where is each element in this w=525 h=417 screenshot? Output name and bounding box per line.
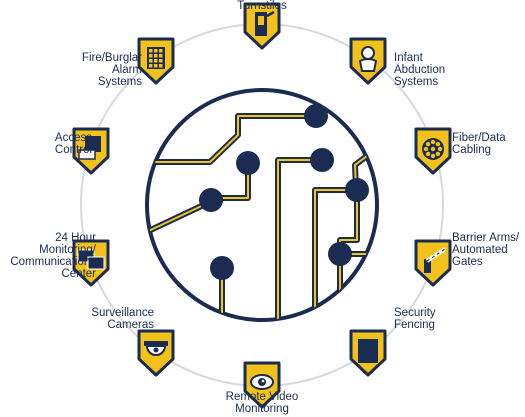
barrier-arm-icon	[424, 247, 447, 273]
label-monitoring-center: 24 Hour Monitoring/ Communications Cente…	[10, 232, 96, 280]
circuit-node-7	[210, 256, 234, 280]
badge-infant-abduction	[349, 37, 387, 85]
circuit-board	[145, 88, 379, 322]
badge-security-fencing	[349, 329, 387, 377]
circuit-node-2	[236, 151, 260, 175]
label-fiber-data: Fiber/Data Cabling	[452, 132, 506, 156]
dome-camera-icon	[144, 341, 168, 356]
label-infant-abduction: Infant Abduction Systems	[394, 52, 446, 88]
circuit-node-4	[199, 188, 223, 212]
badge-turnstiles	[243, 2, 281, 50]
fiber-cable-icon	[422, 138, 444, 160]
card-reader-icon	[78, 136, 101, 160]
turnstile-icon	[255, 10, 275, 36]
badge-access-control	[72, 127, 110, 175]
system-badges	[72, 2, 452, 409]
badge-remote-video	[243, 361, 281, 409]
badge-surveillance-cameras	[137, 329, 175, 377]
circuit-node-6	[328, 242, 352, 266]
circuit-node-1	[304, 104, 328, 128]
badge-barrier-arms	[414, 239, 452, 287]
label-fire-burglar: Fire/Burglar Alarm Systems	[81, 52, 142, 88]
label-remote-video: Remote Video Monitoring	[225, 391, 299, 415]
label-surveillance-cameras: Surveillance Cameras	[91, 307, 154, 331]
circuit-node-3	[310, 148, 334, 172]
badge-monitoring-center	[72, 239, 110, 287]
circuit-node-5	[345, 178, 369, 202]
eye-cloud-icon	[250, 374, 274, 390]
label-security-fencing: Security Fencing	[394, 307, 436, 331]
monitors-icon	[77, 249, 105, 270]
badge-shield	[414, 239, 452, 287]
badge-fiber-data	[414, 127, 452, 175]
fence-icon	[358, 339, 378, 363]
label-turnstiles: Turnstiles	[237, 0, 287, 12]
badge-fire-burglar	[137, 37, 175, 85]
label-access-control: Access Control	[54, 132, 92, 156]
keypad-icon	[147, 47, 165, 69]
baby-icon	[358, 46, 378, 72]
label-barrier-arms: Barrier Arms/ Automated Gates	[452, 232, 520, 268]
